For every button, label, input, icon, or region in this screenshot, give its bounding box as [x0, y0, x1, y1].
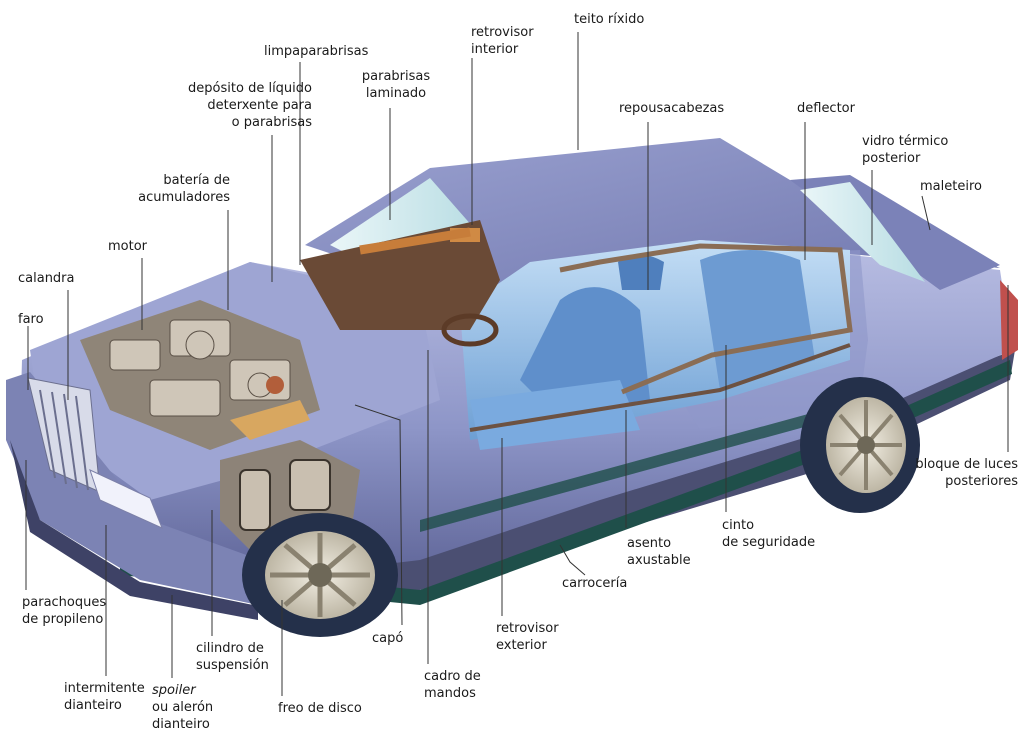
label-limpaparabrisas: limpaparabrisas	[264, 44, 369, 59]
label-teito-rixido: teito ríxido	[574, 12, 645, 27]
interior	[300, 220, 853, 450]
label-deflector: deflector	[797, 101, 855, 116]
label-calandra: calandra	[18, 271, 75, 286]
label-faro: faro	[18, 312, 44, 327]
leader-lines	[25, 32, 1009, 696]
label-carroceria: carrocería	[562, 576, 628, 591]
front-wheel	[242, 513, 398, 637]
label-maleteiro: maleteiro	[920, 179, 982, 194]
label-freo-disco: freo de disco	[278, 701, 362, 716]
label-capo: capó	[372, 631, 404, 646]
label-motor: motor	[108, 239, 148, 254]
label-repousacabezas: repousacabezas	[619, 101, 725, 116]
rear-wheel	[800, 377, 920, 513]
engine	[80, 300, 320, 450]
